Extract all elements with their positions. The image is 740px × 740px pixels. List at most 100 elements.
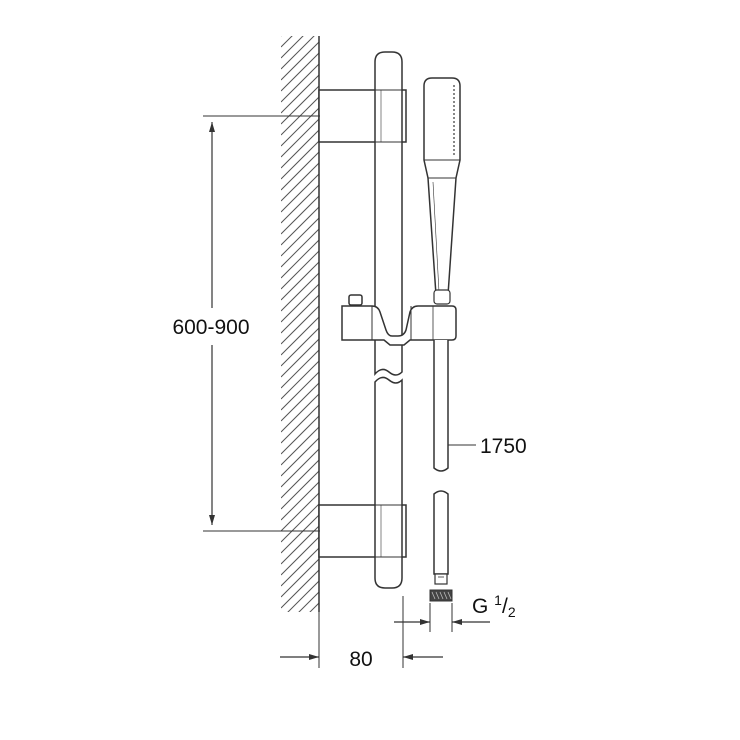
hatch-line [281, 547, 319, 587]
spray-dot [453, 153, 455, 155]
hatch-line [281, 151, 319, 191]
rail-upper-section [374, 51, 403, 376]
hatch-line [281, 36, 293, 48]
hatch-line [281, 36, 315, 70]
hatch-line [281, 63, 319, 103]
thread-slash: / [502, 595, 508, 618]
thread-denominator: 2 [508, 604, 516, 620]
hatch-line [281, 118, 319, 158]
wall-hatching [281, 36, 319, 674]
hatch-line [281, 129, 319, 169]
hatch-line [309, 602, 319, 612]
hatch-line [281, 536, 319, 576]
spray-dot [453, 133, 455, 135]
hatch-line [281, 525, 319, 565]
hatch-line [281, 569, 319, 609]
hatch-line [281, 52, 319, 92]
thread-prefix: G [472, 595, 494, 618]
hatch-line [281, 503, 319, 543]
hatch-line [281, 195, 319, 235]
hatch-line [281, 448, 319, 488]
hatch-line [281, 426, 319, 466]
hatch-line [281, 261, 319, 301]
hatch-line [281, 250, 319, 290]
dimension-wall-projection: 80 [280, 596, 443, 671]
dimension-hose-length: 1750 [448, 435, 527, 458]
hatch-line [298, 591, 319, 612]
hatch-line [281, 349, 319, 389]
dimension-rail-height: 600-900 [172, 115, 320, 532]
hatch-line [287, 580, 319, 612]
hatch-line [281, 514, 319, 554]
hatch-line [281, 173, 319, 213]
hatch-line [281, 184, 319, 224]
hatch-line [281, 636, 319, 674]
hatch-line [281, 206, 319, 246]
hatch-line [281, 404, 319, 444]
hatch-line [281, 239, 319, 279]
spray-dot [453, 105, 455, 107]
hatch-line [281, 36, 304, 59]
hatch-line [281, 371, 319, 411]
hatch-line [281, 85, 319, 125]
hatch-line [281, 294, 319, 334]
hose-cone-nut [434, 573, 448, 585]
thread-numerator: 1 [494, 592, 502, 608]
spray-dot [453, 85, 455, 87]
hand-shower [423, 77, 461, 305]
hatch-line [281, 327, 319, 367]
hatch-line [281, 36, 282, 37]
spray-dot [453, 109, 455, 111]
spray-dot [453, 117, 455, 119]
spray-dot [453, 137, 455, 139]
hatch-line [281, 107, 319, 147]
slider-holder [341, 294, 457, 346]
hatch-line [281, 228, 319, 268]
spray-dot [453, 89, 455, 91]
hatch-line [281, 459, 319, 499]
hatch-line [281, 470, 319, 510]
spray-dot [453, 145, 455, 147]
hatch-line [281, 338, 319, 378]
spray-dot [453, 101, 455, 103]
hose-threaded-nut [429, 589, 453, 602]
hand-shower-connector [433, 289, 451, 305]
hatch-line [281, 360, 319, 400]
hatch-line [281, 74, 319, 114]
hatch-line [281, 272, 319, 312]
hatch-line [281, 283, 319, 323]
connection-thread-label: G 1/2 [472, 592, 516, 620]
hatch-line [281, 558, 319, 598]
spray-dot [453, 141, 455, 143]
hatch-line [281, 305, 319, 345]
hatch-line [281, 382, 319, 422]
spray-dot [453, 97, 455, 99]
spray-dot [453, 125, 455, 127]
hatch-line [281, 415, 319, 455]
rail-height-label: 600-900 [172, 316, 249, 339]
hatch-line [281, 393, 319, 433]
spray-dot [453, 149, 455, 151]
hatch-line [281, 614, 319, 652]
spray-dot [453, 129, 455, 131]
hatch-line [281, 162, 319, 202]
spray-dot [453, 93, 455, 95]
wall [281, 36, 320, 674]
hatch-line [281, 481, 319, 521]
hatch-line [281, 316, 319, 356]
hatch-line [281, 492, 319, 532]
hatch-line [281, 217, 319, 257]
hose-length-label: 1750 [480, 435, 527, 458]
spray-face-dots [453, 85, 455, 155]
hatch-line [281, 437, 319, 477]
rail-lower-section [374, 376, 403, 589]
dimension-connection-thread: G 1/2 [394, 592, 516, 632]
slider-lock-knob [348, 294, 363, 306]
spray-dot [453, 113, 455, 115]
wall-projection-label: 80 [349, 648, 372, 671]
spray-dot [453, 121, 455, 123]
shower-hose [429, 340, 453, 602]
hatch-line [281, 140, 319, 180]
hatch-line [281, 41, 319, 81]
